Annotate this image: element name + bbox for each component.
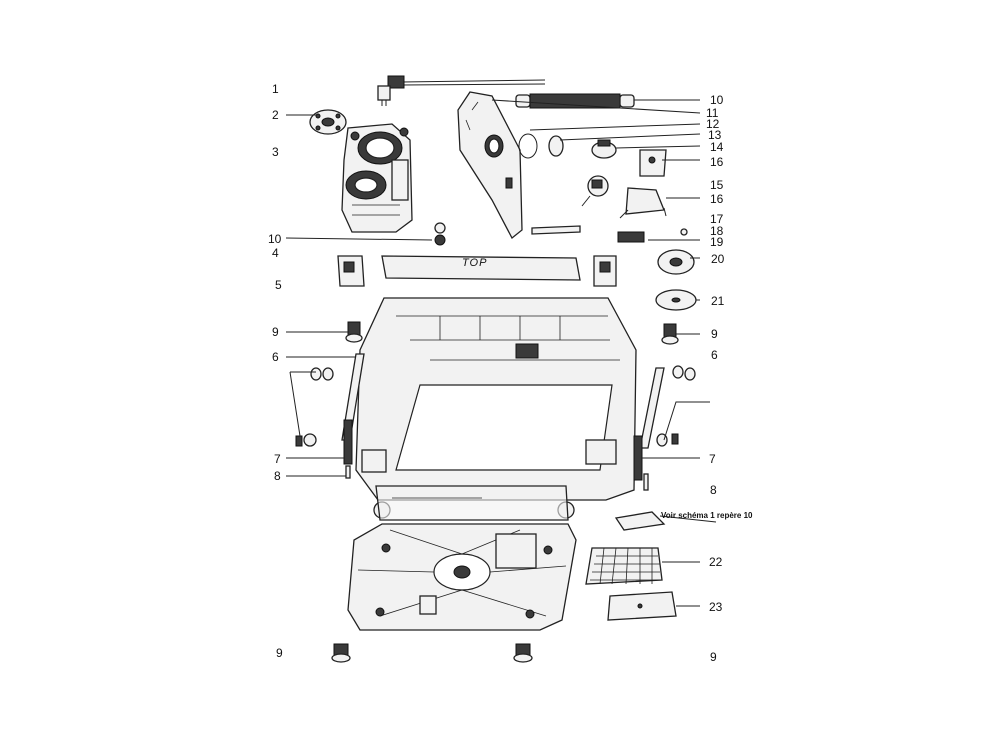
- drain-hose-part: [515, 93, 635, 109]
- callout-8-left: 8: [274, 469, 281, 483]
- callout-14: 14: [710, 140, 724, 154]
- callout-7-right: 7: [709, 452, 716, 466]
- flat-disc-part: [655, 289, 697, 311]
- callout-9-left-lower: 9: [276, 646, 283, 660]
- callout-10-left: 10: [268, 232, 282, 246]
- foot-screw-part: [345, 321, 679, 345]
- callout-16-a: 16: [710, 155, 724, 169]
- callout-2: 2: [272, 108, 279, 122]
- callout-11: 11: [706, 106, 719, 120]
- callout-13: 13: [708, 128, 722, 142]
- callout-16-b: 16: [710, 192, 724, 206]
- pressure-switch-part: [581, 175, 609, 207]
- callout-10-top: 10: [710, 93, 724, 107]
- callout-19: 19: [710, 235, 724, 249]
- callout-8-right: 8: [710, 483, 717, 497]
- top-rail-part: [337, 255, 617, 287]
- callout-6-right: 6: [711, 348, 718, 362]
- callout-21: 21: [711, 294, 725, 308]
- referenced-panel-part: [614, 511, 666, 531]
- callout-20: 20: [711, 252, 725, 266]
- screw-18-part: [680, 228, 688, 236]
- callout-12: 12: [706, 117, 720, 131]
- callout-15: 15: [710, 178, 724, 192]
- drive-disc-part: [309, 109, 347, 135]
- callout-6-left: 6: [272, 350, 279, 364]
- main-frame-part: [355, 297, 637, 521]
- grommet-part: [548, 135, 564, 157]
- cap-part: [434, 222, 446, 246]
- cover-plate-part: [607, 591, 677, 621]
- wiring-clip-part: [619, 187, 667, 219]
- callout-17: 17: [710, 212, 724, 226]
- connector-19-part: [617, 231, 645, 243]
- right-spring-assembly: [633, 365, 696, 491]
- callout-9-right-upper: 9: [711, 327, 718, 341]
- seal-ring-part: [518, 133, 538, 159]
- reference-note: Voir schéma 1 repère 10: [661, 511, 753, 520]
- lower-foot-part: [331, 643, 533, 663]
- callout-18: 18: [710, 224, 724, 238]
- callout-22: 22: [709, 555, 723, 569]
- valve-part: [591, 139, 617, 159]
- side-panel-part: [457, 91, 523, 239]
- pump-disc-part: [657, 249, 695, 275]
- top-marking-label: TOP: [462, 257, 488, 269]
- motor-assembly-part: [341, 123, 413, 233]
- base-plate-part: [347, 523, 577, 631]
- mounting-bracket-part: [639, 149, 667, 177]
- callout-7-left: 7: [274, 452, 281, 466]
- power-cord-part: [377, 75, 546, 106]
- filter-grid-part: [585, 547, 663, 585]
- callout-5: 5: [275, 278, 282, 292]
- callout-23: 23: [709, 600, 723, 614]
- callout-9-right-lower: 9: [710, 650, 717, 664]
- tube-part: [531, 225, 581, 235]
- callout-4: 4: [272, 246, 279, 260]
- callout-3: 3: [272, 145, 279, 159]
- callout-1: 1: [272, 82, 279, 96]
- left-spring-assembly: [295, 353, 365, 479]
- callout-9-left-upper: 9: [272, 325, 279, 339]
- leader-lines: [285, 99, 717, 607]
